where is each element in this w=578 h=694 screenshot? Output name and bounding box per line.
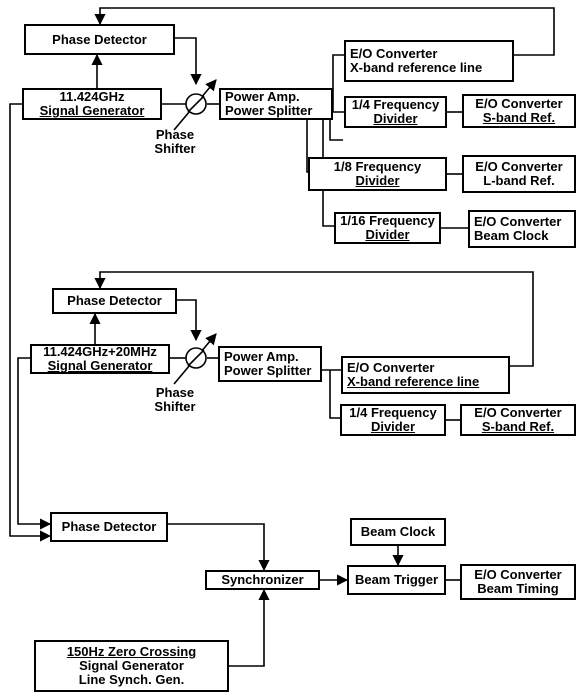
freq-div-4-1-line2: Divider [373,111,418,126]
power-amp-2-line1: Power Amp. [224,349,299,364]
zero-crossing-line2: Signal Generator [79,658,184,673]
eo-sband-1-line1: E/O Converter [475,96,563,111]
eo-beam-timing-line2: Beam Timing [477,581,559,596]
phase-shifter-1-label: Phase Shifter [140,128,210,156]
freq-div-4-2-line1: 1/4 Frequency [349,405,437,420]
eo-xband-1-line2: X-band reference line [350,60,483,75]
beam-clock-label: Beam Clock [360,524,436,539]
eo-converter-lband: E/O Converter L-band Ref. [462,155,576,193]
eo-xband-1-line1: E/O Converter [350,46,438,61]
eo-beam-clock-line1: E/O Converter [474,214,562,229]
phase-shifter-2-symbol [185,347,207,369]
phase-detector-1: Phase Detector [24,24,175,55]
beam-trigger: Beam Trigger [347,565,446,595]
eo-lband-line1: E/O Converter [475,159,563,174]
signal-generator-1-line2: Signal Generator [39,103,145,118]
eo-lband-line2: L-band Ref. [483,173,555,188]
beam-trigger-label: Beam Trigger [354,572,439,587]
freq-div-16-line1: 1/16 Frequency [340,213,435,228]
phase-shifter-1-symbol [185,93,207,115]
connector-amp1-div8 [306,120,308,173]
phase-detector-2: Phase Detector [52,288,177,314]
zero-crossing-line3: Line Synch. Gen. [78,672,185,687]
bus-gen2-pd3 [17,357,52,530]
power-amp-2-line2: Power Splitter [224,363,312,378]
frequency-divider-4-2: 1/4 Frequency Divider [340,404,446,436]
synchronizer-label: Synchronizer [221,572,304,587]
signal-generator-1: 11.424GHz Signal Generator [22,88,162,120]
eo-beam-clock-line2: Beam Clock [474,228,549,243]
phase-shifter-1-line2: Shifter [154,141,196,156]
eo-beam-timing-line1: E/O Converter [474,567,562,582]
phase-shifter-2-line1: Phase [155,385,195,400]
eo-xband-2-line1: E/O Converter [347,360,435,375]
frequency-divider-4-1: 1/4 Frequency Divider [344,96,447,128]
zero-crossing-line1: 150Hz Zero Crossing [66,644,197,659]
eo-converter-xband-2: E/O Converter X-band reference line [341,356,510,394]
power-amp-1-line1: Power Amp. [225,89,300,104]
frequency-divider-8: 1/8 Frequency Divider [308,157,447,191]
eo-sband-2-line2: S-band Ref. [481,419,555,434]
signal-generator-2: 11.424GHz+20MHz Signal Generator [30,344,170,374]
signal-generator-1-line1: 11.424GHz [59,89,125,104]
feedback-line-1 [94,7,555,56]
power-amp-1-line2: Power Splitter [225,103,313,118]
phase-detector-3-label: Phase Detector [61,519,157,534]
connector-amp2-div4 [329,370,340,419]
beam-clock: Beam Clock [350,518,446,546]
eo-converter-xband-1: E/O Converter X-band reference line [344,40,514,82]
phase-detector-2-label: Phase Detector [67,293,162,308]
phase-detector-3: Phase Detector [50,512,168,542]
connector-pd2-shifter2 [177,299,202,342]
frequency-divider-16: 1/16 Frequency Divider [334,212,441,244]
connector-zero-sync [229,588,270,667]
eo-converter-beam-timing: E/O Converter Beam Timing [460,564,576,600]
power-amp-splitter-2: Power Amp. Power Splitter [218,346,322,382]
connector-pd1-shifter1 [175,37,202,86]
freq-div-8-line2: Divider [355,173,400,188]
connector-pd3-sync [168,523,270,572]
freq-div-4-2-line2: Divider [370,419,416,434]
phase-detector-1-label: Phase Detector [52,31,147,47]
signal-generator-2-line2: Signal Generator [47,358,153,373]
connector-amp1-tap [329,120,343,141]
freq-div-4-1-line1: 1/4 Frequency [351,97,440,112]
power-amp-splitter-1: Power Amp. Power Splitter [219,88,333,120]
feedback-line-2 [94,271,534,367]
eo-sband-2-line1: E/O Converter [474,405,562,420]
eo-converter-sband-1: E/O Converter S-band Ref. [462,94,576,128]
freq-div-16-line2: Divider [365,227,410,242]
freq-div-8-line1: 1/8 Frequency [333,159,422,174]
bus-gen1-pd3 [9,103,52,542]
eo-sband-1-line2: S-band Ref. [482,110,556,125]
eo-xband-2-line2: X-band reference line [347,374,480,389]
phase-shifter-2-label: Phase Shifter [140,386,210,414]
synchronizer: Synchronizer [205,570,320,590]
connector-amp1-div16 [322,120,334,227]
zero-crossing-generator: 150Hz Zero Crossing Signal Generator Lin… [34,640,229,692]
phase-shifter-2-line2: Shifter [154,399,196,414]
phase-shifter-1-line1: Phase [155,127,195,142]
eo-converter-sband-2: E/O Converter S-band Ref. [460,404,576,436]
connector-amp1-eo-xband [332,54,344,112]
signal-generator-2-line1: 11.424GHz+20MHz [43,344,157,359]
eo-converter-beam-clock: E/O Converter Beam Clock [468,210,576,248]
